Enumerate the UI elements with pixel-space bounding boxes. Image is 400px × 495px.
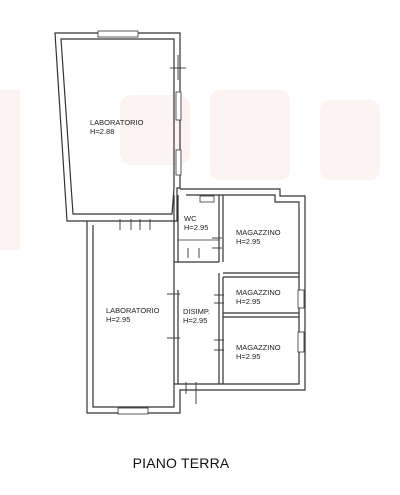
room-label-magazzino-1: MAGAZZINO H=2.95 <box>236 228 281 246</box>
window-right-mid <box>175 149 182 176</box>
room-height: H=2.95 <box>183 316 208 325</box>
upper-lab-inner-wall <box>60 38 175 215</box>
upper-lab-outer-wall <box>54 32 181 222</box>
room-label-magazzino-3: MAGAZZINO H=2.95 <box>236 343 281 361</box>
room-height: H=2.88 <box>90 127 115 136</box>
room-label-magazzino-2: MAGAZZINO H=2.95 <box>236 288 281 306</box>
window-right-mag2 <box>297 289 305 309</box>
floor-title: PIANO TERRA <box>132 455 230 471</box>
room-height: H=2.95 <box>184 223 209 232</box>
room-height: H=2.95 <box>236 237 261 246</box>
wc-fixture <box>199 195 215 203</box>
lower-block-inner-wall <box>92 194 300 408</box>
openings <box>97 30 305 415</box>
window-right-upper <box>175 91 182 121</box>
walls <box>54 32 306 414</box>
room-name: MAGAZZINO <box>236 228 281 237</box>
room-name: MAGAZZINO <box>236 288 281 297</box>
room-name: LABORATORIO <box>90 118 144 127</box>
doors <box>119 55 224 404</box>
room-height: H=2.95 <box>236 297 261 306</box>
window-right-mag3 <box>297 331 305 353</box>
room-label-upper-lab: LABORATORIO H=2.88 <box>90 118 144 136</box>
room-height: H=2.95 <box>236 352 261 361</box>
room-label-disimp: DISIMP. H=2.95 <box>183 307 210 325</box>
room-name: DISIMP. <box>183 307 210 316</box>
room-name: WC <box>184 214 197 223</box>
wc-fixtures <box>178 195 219 241</box>
room-name: MAGAZZINO <box>236 343 281 352</box>
window-top <box>97 30 139 38</box>
room-name: LABORATORIO <box>106 306 160 315</box>
window-bottom <box>117 407 149 415</box>
room-label-wc: WC H=2.95 <box>184 214 208 232</box>
room-label-lower-lab: LABORATORIO H=2.95 <box>106 306 160 324</box>
room-height: H=2.95 <box>106 315 131 324</box>
watermark-shapes <box>0 90 380 250</box>
